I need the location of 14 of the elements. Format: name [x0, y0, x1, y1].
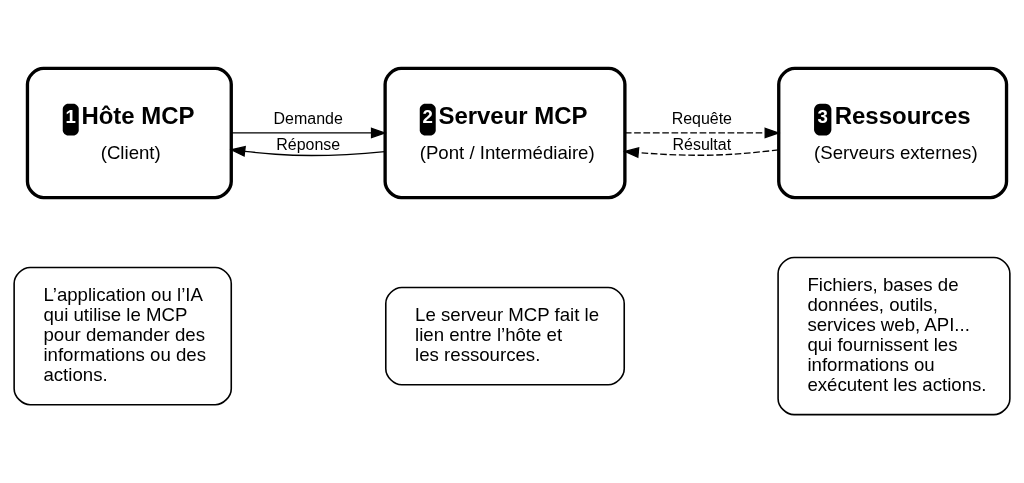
- edge-label: Demande: [273, 110, 343, 128]
- arrow: [229, 145, 386, 157]
- arrow: [230, 127, 387, 139]
- node-box: Fichiers, bases de données, outils, services web, API... qui fournissent les informations ou exécutent les actions.: [777, 256, 1011, 416]
- node-box: 1 Hôte MCP (Client): [25, 66, 233, 200]
- edge-label: Réponse: [276, 135, 341, 153]
- node-box: Le serveur MCP fait le lien entre l’hôte et les ressources.: [384, 286, 626, 386]
- node-box: L’application ou l’IA qui utilise le MCP pour demander des informations ou des actions.: [13, 266, 233, 406]
- edge-label: Requête: [671, 110, 733, 128]
- node-box: 3 Ressources (Serveurs externes): [777, 66, 1009, 200]
- edge-label: Résultat: [672, 135, 732, 153]
- arrow: [624, 127, 781, 139]
- arrow: [622, 147, 780, 159]
- node-box: 2 Serveur MCP (Pont / Intermédiaire): [383, 66, 627, 200]
